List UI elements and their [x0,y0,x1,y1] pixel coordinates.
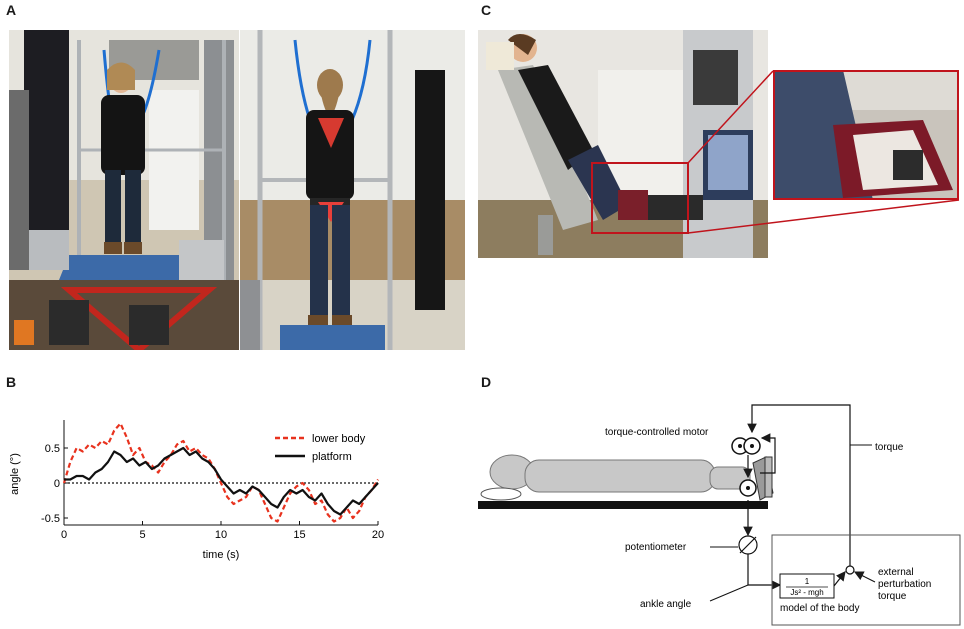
summing-junction [845,565,855,575]
model-outer-box [771,534,961,626]
legend-label-platform: platform [312,451,352,463]
label-ankle-angle: ankle angle [640,599,692,610]
panel-letter-a: A [6,2,17,18]
chart-y-tick-label: 0.5 [45,443,60,455]
panel-letter-d: D [481,374,492,390]
chart-xlabel: time (s) [203,549,240,561]
chart-series-line-lower-body [62,422,379,523]
chart-x-tick-label: 20 [372,529,384,541]
table-bar [478,501,768,509]
chart-ylabel: angle (°) [9,453,21,495]
transfer-function-box [779,573,835,599]
chart-y-tick-label: 0 [54,478,60,490]
label-perturbation-3: torque [878,591,907,602]
photo-platform-back [240,30,465,350]
motor-icon [731,437,761,455]
photo-inset-ankle [773,70,959,200]
chart-x-tick-label: 10 [215,529,227,541]
lying-body-silhouette [480,454,751,501]
diagram-control-loop: torque-controlled motor torque potentiom… [478,404,961,626]
photo-tilted-setup [478,30,768,258]
panel-letter-b: B [6,374,17,390]
chart-series-line-platform [64,446,379,516]
photo-platform-front [9,30,239,350]
label-model-of-the-body: model of the body [780,603,860,614]
chart-y-tick-label: -0.5 [41,513,60,525]
legend-label-lower-body: lower body [312,433,366,445]
label-potentiometer: potentiometer [625,542,687,553]
footplate [739,456,774,501]
tf-denominator: Js² - mgh [790,588,823,597]
label-perturbation-1: external [878,567,914,578]
chart-x-tick-label: 0 [61,529,67,541]
tf-numerator: 1 [805,577,810,586]
panel-letter-c: C [481,2,492,18]
chart-x-tick-label: 15 [293,529,305,541]
label-torque-controlled-motor: torque-controlled motor [605,427,709,438]
chart-legend: lower body platform [275,433,366,463]
label-torque: torque [875,442,904,453]
label-perturbation-2: perturbation [878,579,931,590]
chart-x-tick-label: 5 [139,529,145,541]
